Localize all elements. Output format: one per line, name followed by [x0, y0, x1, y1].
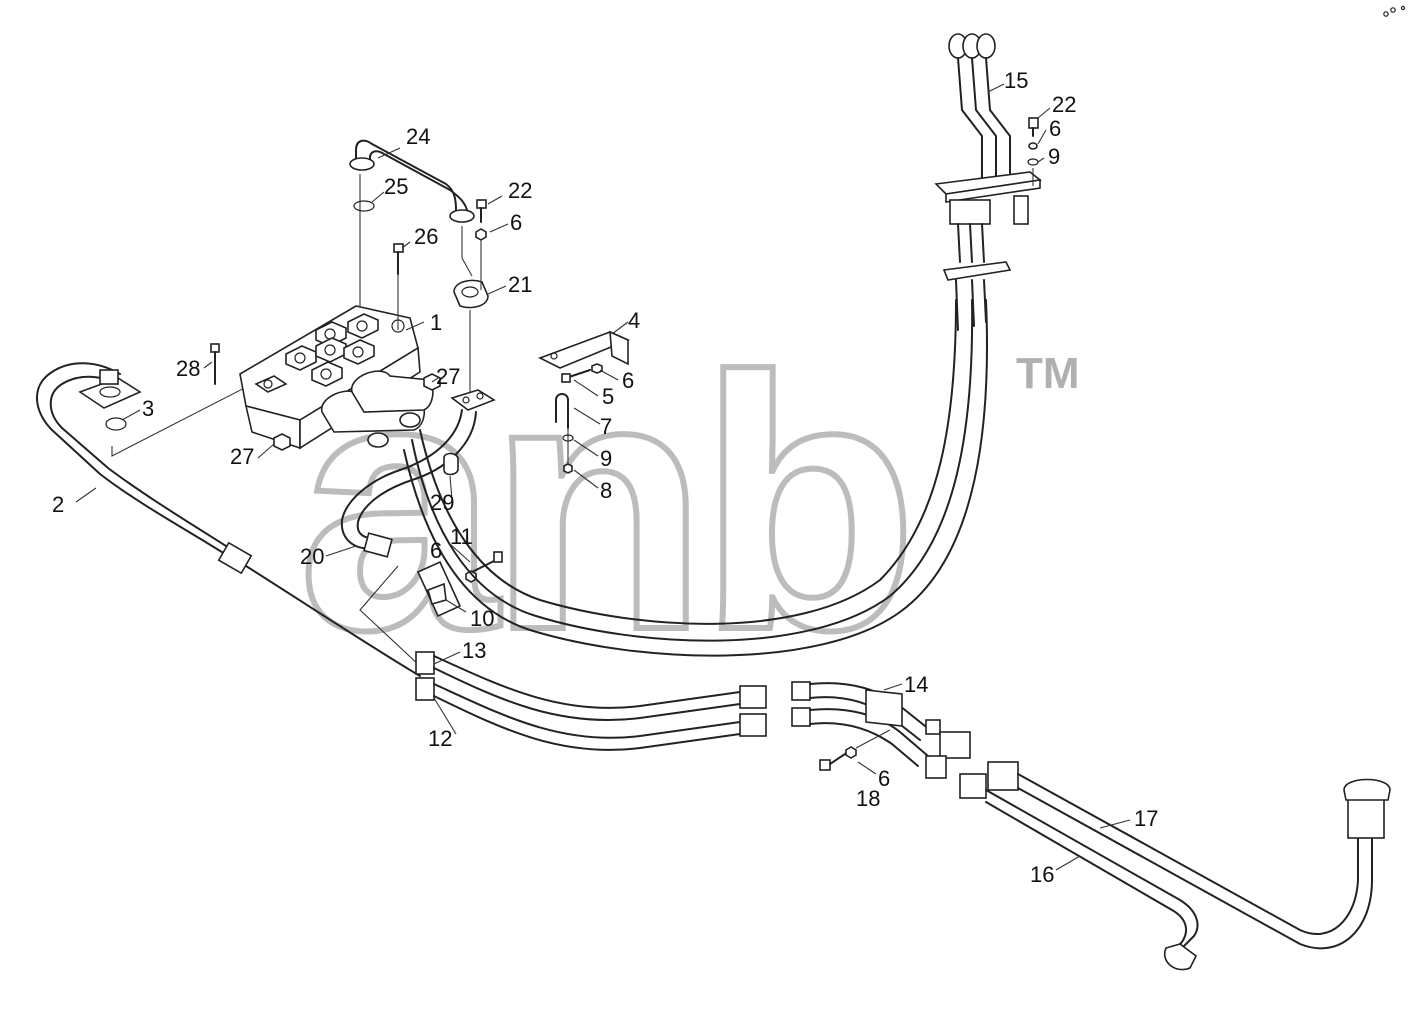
bolt-28: [210, 343, 220, 385]
callout-numbers: 1 2 3 4 5 6 6 6 6 6 7 8 9 9 10 11 12 13 …: [52, 68, 1158, 887]
callout-27-upper: 27: [436, 364, 460, 389]
callout-12: 12: [428, 726, 452, 751]
bolt-18: [819, 729, 891, 771]
bracket-4: [537, 330, 631, 369]
callout-24: 24: [406, 124, 430, 149]
pipe-24: [349, 139, 475, 306]
flange-21: [453, 279, 489, 398]
valve-block-1: [239, 305, 434, 450]
control-cables: [403, 299, 989, 657]
hose-16-17: [959, 761, 1391, 971]
bolt-5: [561, 363, 603, 383]
seal-upper-right: [461, 226, 473, 277]
callout-28: 28: [176, 356, 200, 381]
callout-2: 2: [52, 492, 64, 517]
pipe-20: [340, 389, 496, 667]
flange-3: [78, 369, 261, 457]
callout-4: 4: [628, 308, 640, 333]
callout-25: 25: [384, 174, 408, 199]
callout-29: 29: [430, 490, 454, 515]
callout-18: 18: [856, 786, 880, 811]
nut-27-lower: [273, 433, 291, 451]
callout-5: 5: [602, 384, 614, 409]
valve-cylinders: [321, 370, 434, 448]
callout-16: 16: [1030, 862, 1054, 887]
callout-22-levers: 22: [1052, 92, 1076, 117]
hose-12-13: [415, 651, 767, 751]
callout-6-bolt18: 6: [878, 766, 890, 791]
callout-26: 26: [414, 224, 438, 249]
clip-29: [443, 452, 459, 501]
control-levers-15: [934, 33, 1042, 331]
callout-1: 1: [430, 310, 442, 335]
callout-7: 7: [600, 414, 612, 439]
callout-6-levers: 6: [1049, 116, 1061, 141]
callout-9-bracket: 9: [600, 446, 612, 471]
seal-25: [353, 200, 375, 212]
callout-14: 14: [904, 672, 928, 697]
bolt-26: [393, 243, 404, 330]
callout-6-valve: 6: [510, 210, 522, 235]
callout-3: 3: [142, 396, 154, 421]
pipe-2: [36, 362, 421, 677]
bolt-22-valve: [475, 199, 487, 290]
callout-8: 8: [600, 478, 612, 503]
callout-27-lower: 27: [230, 444, 254, 469]
callout-6-bracket: 6: [622, 368, 634, 393]
callout-11: 11: [450, 524, 473, 549]
callout-17: 17: [1134, 806, 1158, 831]
u-bolt-7: [555, 393, 574, 474]
watermark-trademark: TM: [1016, 349, 1080, 398]
callout-9-levers: 9: [1048, 144, 1060, 169]
corner-mark: [1383, 5, 1406, 17]
callout-15: 15: [1004, 68, 1028, 93]
callout-20: 20: [300, 544, 324, 569]
leader-lines: [75, 83, 1131, 871]
callout-10: 10: [470, 606, 494, 631]
block-14: [791, 681, 971, 779]
callout-21: 21: [508, 272, 532, 297]
callout-22-valve: 22: [508, 178, 532, 203]
bolt-22-levers: [1027, 117, 1039, 186]
callout-13: 13: [462, 638, 486, 663]
callout-6-bracket10: 6: [430, 538, 442, 563]
valve-ports: [254, 313, 405, 393]
